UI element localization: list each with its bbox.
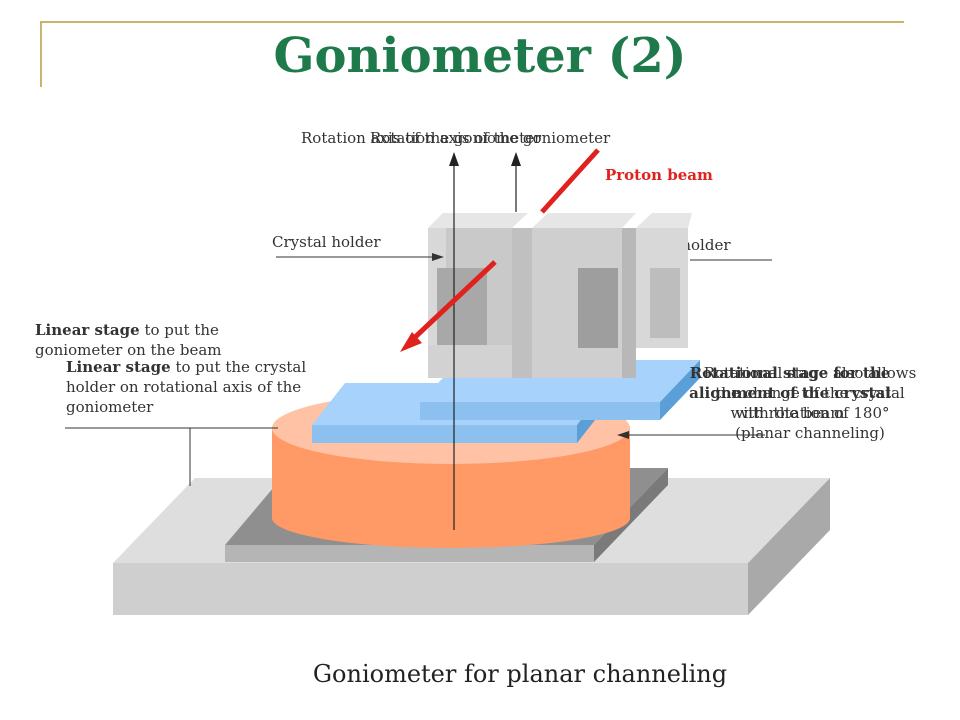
crystal-holder-label: Crystal holder: [272, 233, 381, 251]
crystal-holder-label-right-visible: Crystal holder: [688, 236, 731, 254]
slide-title: Goniometer (2): [273, 28, 687, 84]
rotational-stage-line3: with the beam: [735, 404, 845, 422]
leader-lines: [65, 253, 772, 486]
linear-stage-crystal-line3: goniometer: [66, 398, 154, 416]
rotational-stage-overlay-line1: Rotational stage also allows: [703, 364, 917, 382]
rotational-stage-overlay-line4: (planar channeling): [735, 424, 885, 442]
proton-beam-label: Proton beam: [605, 166, 713, 184]
rotation-axis-label-overlay: Rotation axis of the goniometer: [370, 129, 611, 147]
crystal-holder-block: [428, 213, 692, 378]
rotation-axis-arrows: [449, 152, 521, 530]
frame-left-line: [40, 21, 42, 87]
rotational-stage-overlay-line3: with rotation of 180°: [730, 404, 890, 422]
linear-stage-beam-label: Linear stage to put the goniometer on th…: [35, 320, 222, 360]
rotational-stage-overlay-line2: the change of the crystal: [715, 384, 905, 402]
rotational-stage-line2: alignment of the crystal: [689, 384, 891, 402]
linear-stage-crystal-line2: holder on rotational axis of the: [66, 378, 302, 396]
linear-stage-crystal-rest: to put the crystal: [170, 358, 307, 376]
linear-stage-crystal-label: Linear stage to put the crystal holder o…: [66, 357, 306, 417]
rotational-stage-line1: Rotational stage for the: [689, 364, 891, 382]
linear-stage-beam-line2: goniometer on the beam: [35, 341, 222, 359]
linear-stage-beam-rest: to put the: [139, 321, 219, 339]
rotational-stage-label: Rotational stage for the alignment of th…: [675, 363, 905, 423]
proton-beam-arrow: [400, 148, 600, 352]
rotation-axis-label: Rotation axis of the goniometer: [301, 129, 542, 147]
rotational-stage-overlay-label: Rotational stage also allows the change …: [690, 363, 930, 443]
slide-caption: Goniometer for planar channeling: [312, 660, 728, 688]
linear-stage-beam-bold: Linear stage: [35, 321, 140, 339]
linear-stage-crystal-bold: Linear stage: [66, 358, 171, 376]
frame-top-line: [42, 21, 904, 23]
